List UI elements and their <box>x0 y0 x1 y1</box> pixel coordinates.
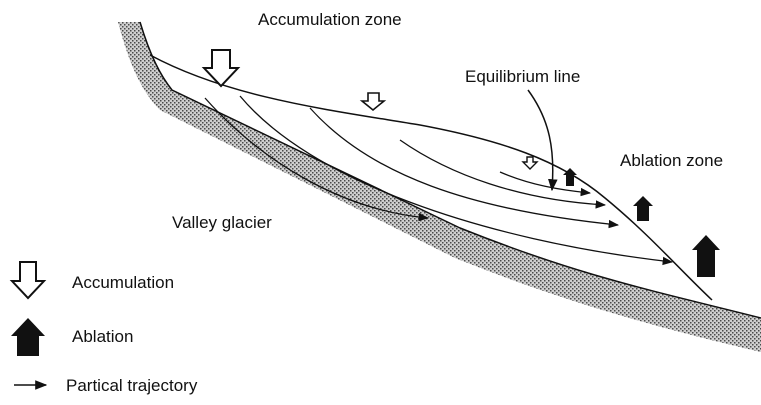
glacier-surface <box>150 55 712 300</box>
legend-ablation-icon <box>11 318 45 356</box>
bedrock-surface-line <box>140 22 761 318</box>
ablation-arrow-icon <box>692 235 720 277</box>
accumulation-arrow-icon <box>362 93 384 110</box>
legend: Accumulation Ablation Partical trajector… <box>11 262 198 395</box>
accumulation-zone-label: Accumulation zone <box>258 10 402 29</box>
particle-trajectory <box>500 172 590 193</box>
equilibrium-line-label: Equilibrium line <box>465 67 580 86</box>
legend-accumulation-label: Accumulation <box>72 273 174 292</box>
legend-trajectory-label: Partical trajectory <box>66 376 198 395</box>
legend-ablation-label: Ablation <box>72 327 133 346</box>
legend-accumulation-icon <box>12 262 44 298</box>
ablation-zone-label: Ablation zone <box>620 151 723 170</box>
ablation-arrow-icon <box>633 196 653 221</box>
accumulation-arrow-icon <box>523 157 537 169</box>
equilibrium-line-pointer <box>528 90 553 190</box>
valley-glacier-label: Valley glacier <box>172 213 272 232</box>
